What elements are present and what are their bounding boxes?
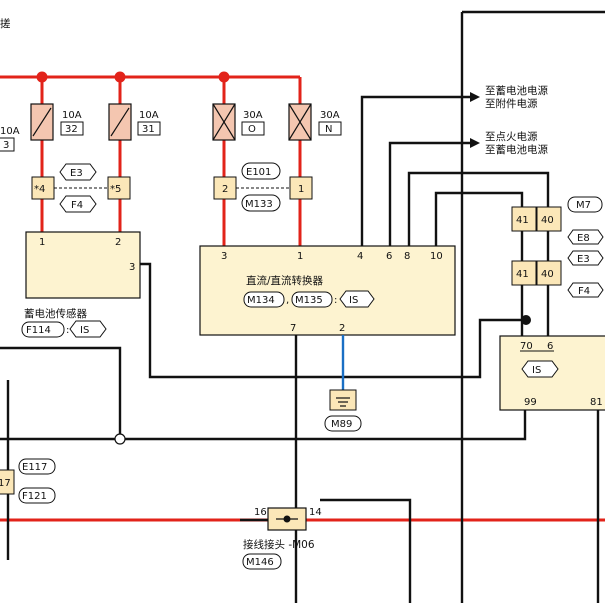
signal-wires xyxy=(0,10,605,603)
svg-text:16: 16 xyxy=(254,507,267,518)
svg-text:10: 10 xyxy=(430,251,443,262)
svg-text:,: , xyxy=(286,295,289,306)
svg-text:3: 3 xyxy=(221,251,227,262)
svg-text:至蓄电池电源: 至蓄电池电源 xyxy=(485,143,548,156)
svg-text:E8: E8 xyxy=(577,233,590,244)
svg-text:40: 40 xyxy=(541,269,554,280)
supply-labels: 至蓄电池电源 至附件电源 至点火电源 至蓄电池电源 xyxy=(485,84,548,156)
svg-text:1: 1 xyxy=(39,237,45,248)
fuse-labels: 10A 32 10A 31 30A O 30A N 10A 3 xyxy=(0,110,342,152)
svg-text:2: 2 xyxy=(339,323,345,334)
svg-text:2: 2 xyxy=(222,184,228,195)
svg-text::: : xyxy=(66,325,69,336)
svg-text:N: N xyxy=(325,124,332,135)
bus-junction-dots xyxy=(36,71,230,83)
svg-text:17: 17 xyxy=(0,478,11,489)
svg-text:E3: E3 xyxy=(577,254,590,265)
svg-text:3: 3 xyxy=(3,140,9,151)
svg-text:F121: F121 xyxy=(22,491,47,502)
svg-text:10A: 10A xyxy=(62,110,82,121)
svg-text:IS: IS xyxy=(349,295,358,306)
supply-arrows xyxy=(470,92,480,148)
svg-text:70: 70 xyxy=(520,341,533,352)
svg-text:81: 81 xyxy=(590,397,603,408)
battery-sensor-name: 蓄电池传感器 xyxy=(24,307,87,320)
svg-text:F114: F114 xyxy=(26,325,51,336)
svg-text:3: 3 xyxy=(129,262,135,273)
svg-text::: : xyxy=(334,295,337,306)
svg-text:E3: E3 xyxy=(70,168,83,179)
left-fuse-connector: *4 *5 E3 F4 xyxy=(31,163,131,213)
svg-text:30A: 30A xyxy=(243,110,263,121)
svg-text:6: 6 xyxy=(386,251,392,262)
fuse-32 xyxy=(30,103,54,141)
joint-connector-m06: 16 14 接线接头 -M06 M146 xyxy=(242,507,322,570)
svg-text:31: 31 xyxy=(142,124,155,135)
svg-text:41: 41 xyxy=(516,269,529,280)
svg-text:F4: F4 xyxy=(71,200,83,211)
svg-text:7: 7 xyxy=(290,323,296,334)
right-connector-top: 41 40 M7 E8 xyxy=(511,196,604,245)
svg-text:99: 99 xyxy=(524,397,537,408)
svg-text:M89: M89 xyxy=(331,419,352,430)
svg-text:F4: F4 xyxy=(578,286,590,297)
svg-text:40: 40 xyxy=(541,215,554,226)
fuse-N xyxy=(288,103,312,141)
svg-text:*5: *5 xyxy=(110,184,121,195)
svg-text:41: 41 xyxy=(516,215,529,226)
svg-text:*4: *4 xyxy=(34,184,45,195)
svg-text:M135: M135 xyxy=(295,295,323,306)
svg-text:IS: IS xyxy=(80,325,89,336)
left-mid-connector: 17 E117 F121 xyxy=(0,458,56,504)
right-module: 70 6 IS 99 81 xyxy=(499,335,605,411)
svg-text:IS: IS xyxy=(532,365,541,376)
svg-text:10A: 10A xyxy=(139,110,159,121)
svg-text:M134: M134 xyxy=(247,295,275,306)
fuse-O xyxy=(212,103,236,141)
svg-text:10A: 10A xyxy=(0,126,20,137)
svg-text:1: 1 xyxy=(297,251,303,262)
svg-text:2: 2 xyxy=(115,237,121,248)
svg-text:8: 8 xyxy=(404,251,410,262)
svg-text:E101: E101 xyxy=(246,167,271,178)
wire-open-junction xyxy=(114,433,126,445)
battery-sensor: 1 2 3 蓄电池传感器 F114 : IS xyxy=(21,231,141,338)
svg-text:32: 32 xyxy=(65,124,78,135)
fuse-31 xyxy=(108,103,132,141)
svg-text:接线接头 -M06: 接线接头 -M06 xyxy=(243,538,315,551)
svg-text:O: O xyxy=(248,124,256,135)
svg-text:14: 14 xyxy=(309,507,322,518)
svg-text:M146: M146 xyxy=(246,557,274,568)
svg-text:至点火电源: 至点火电源 xyxy=(485,130,538,143)
corner-text: 搓 xyxy=(0,17,11,30)
svg-text:M133: M133 xyxy=(245,199,273,210)
ground-m89: M89 xyxy=(324,335,362,432)
wire-junction xyxy=(521,315,531,325)
svg-text:E117: E117 xyxy=(22,462,47,473)
svg-text:4: 4 xyxy=(357,251,363,262)
dcdc-converter: 3 1 4 6 8 10 直流/直流转换器 M134 , M135 : IS 7… xyxy=(199,245,456,336)
svg-text:M7: M7 xyxy=(576,200,591,211)
svg-text:至附件电源: 至附件电源 xyxy=(485,97,538,110)
svg-text:1: 1 xyxy=(298,184,304,195)
svg-text:6: 6 xyxy=(547,341,553,352)
dcdc-name: 直流/直流转换器 xyxy=(246,274,324,287)
right-connector-bottom: 41 40 E3 F4 xyxy=(511,250,604,298)
svg-text:至蓄电池电源: 至蓄电池电源 xyxy=(485,84,548,97)
mid-fuse-connector: 2 1 E101 M133 xyxy=(213,162,313,212)
svg-text:30A: 30A xyxy=(320,110,340,121)
